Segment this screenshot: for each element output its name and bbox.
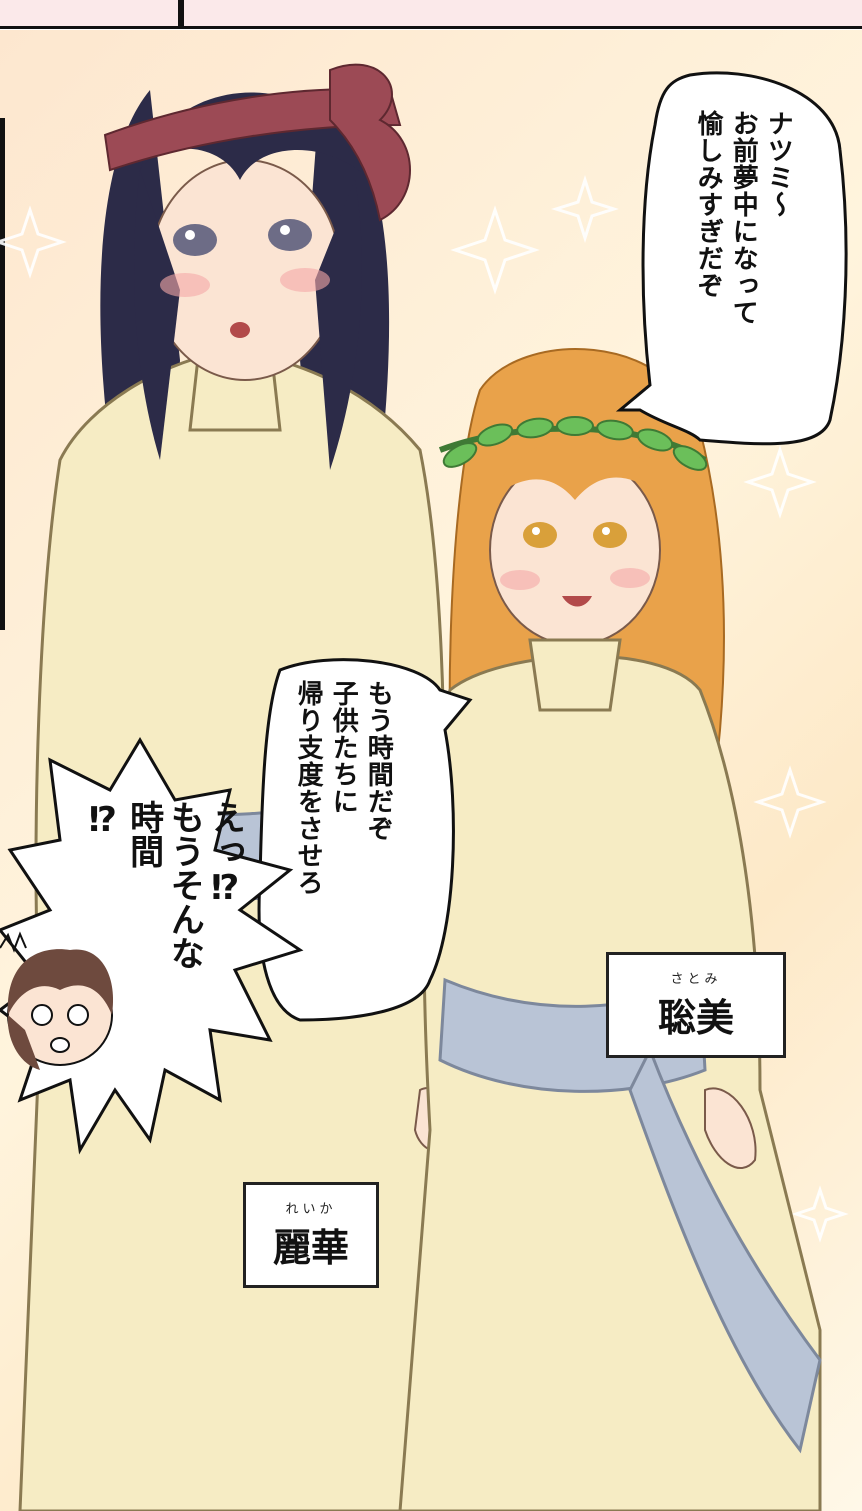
speech-line: お前夢中になって: [728, 110, 759, 326]
sparkle-stars: [0, 175, 849, 1243]
name-ruby: れいか: [285, 1202, 337, 1217]
speech-text-top-right: ナツミ〜 お前夢中になって 愉しみすぎだぞ: [690, 110, 795, 430]
name-ruby: さとみ: [670, 972, 722, 987]
shout-line: もうそんな: [164, 800, 205, 970]
shout-text: えっ⁉ もうそんな 時間 ⁉: [82, 800, 245, 1130]
name-tag-satomi: さとみ 聡美: [606, 952, 786, 1058]
shout-line: えっ⁉: [205, 800, 246, 908]
shout-line: ⁉: [82, 800, 123, 840]
speech-line: もう時間だぞ: [363, 680, 394, 842]
shout-line: 時間: [123, 800, 164, 868]
manga-panel: ナツミ〜 お前夢中になって 愉しみすぎだぞ もう時間だぞ 子供たちに 帰り支度を…: [0, 30, 862, 1511]
name-label: 聡美: [657, 996, 734, 1040]
name-label: 麗華: [272, 1226, 349, 1270]
name-tag-reika: れいか 麗華: [243, 1182, 379, 1288]
speech-line: 子供たちに: [328, 680, 359, 815]
panel-divider: [178, 0, 184, 26]
speech-line: 帰り支度をさせろ: [293, 680, 324, 896]
speech-line: 愉しみすぎだぞ: [693, 110, 724, 299]
speech-text-middle: もう時間だぞ 子供たちに 帰り支度をさせろ: [290, 680, 395, 1000]
speech-bubble-top-right-shape: [615, 71, 848, 446]
panel-inner-border: [0, 118, 5, 630]
previous-panel-strip: [0, 0, 862, 29]
speech-bubble-middle-shape: [257, 658, 473, 1022]
natsumi-chibi: [0, 931, 114, 1070]
speech-line: ナツミ〜: [763, 110, 794, 218]
satomi-figure: [398, 348, 822, 1511]
